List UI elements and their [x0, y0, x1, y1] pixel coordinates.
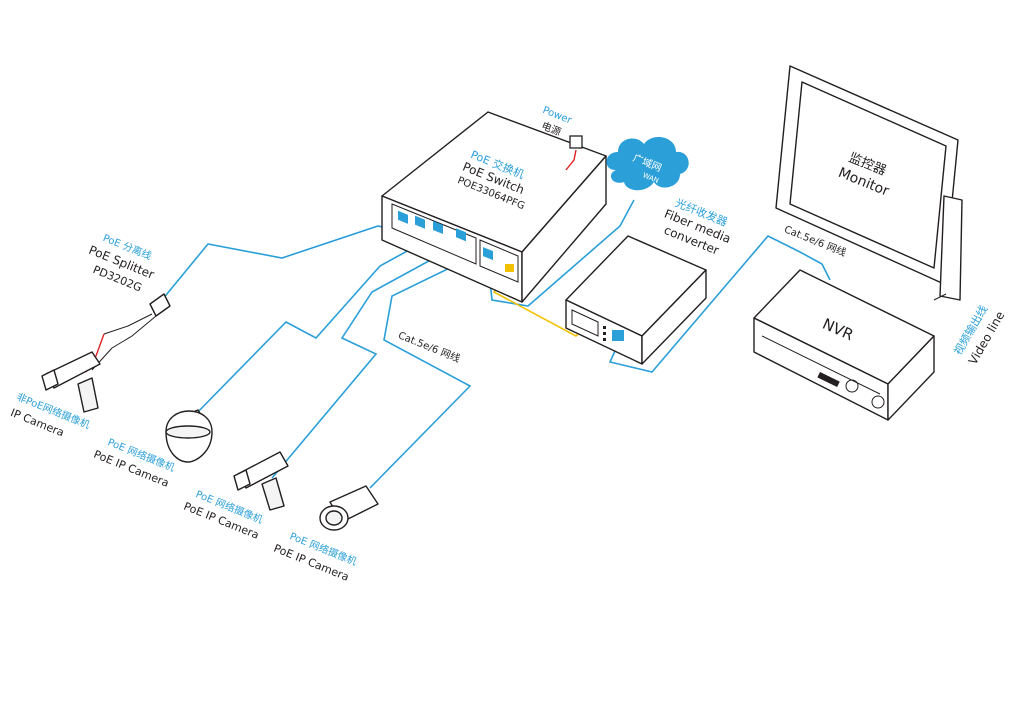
splitter-wire-2: [111, 315, 157, 349]
converter-side: [641, 269, 707, 365]
camera-4-lens-inner: [325, 510, 343, 526]
switch-side: [521, 155, 607, 303]
video-line-icon: [933, 293, 947, 301]
cloud-icon: [606, 137, 689, 191]
camera-3-bullet: [233, 451, 289, 511]
cable-camera-2: [271, 230, 439, 479]
converter-rj45-port: [612, 330, 624, 341]
cable-splitter: [161, 218, 405, 301]
converter-fiber-port: [571, 309, 599, 337]
camera-4-box: [319, 485, 379, 531]
cable-label-left: Cat.5e/6 网线: [396, 328, 462, 365]
monitor-stand: [939, 195, 963, 301]
switch-port-4: [456, 228, 466, 242]
splitter-icon: [149, 293, 171, 317]
wan-cloud: 广域网 WAN: [606, 137, 689, 191]
camera-1-bullet: [41, 351, 101, 413]
camera-3-lens: [233, 469, 251, 491]
nvr-front-slot: [761, 335, 881, 395]
nvr-knob-1: [845, 379, 859, 393]
switch-port-3: [433, 220, 443, 234]
camera-2-ring: [165, 425, 211, 439]
nvr: NVR 视频输出线 Video line: [753, 263, 1007, 421]
poe-splitter: PoE 分离线 PoE Splitter PD3202G: [85, 231, 171, 373]
nvr-knob-2: [871, 395, 885, 409]
poe-switch: PoE 交换机 PoE Switch POE33064PFG: [381, 111, 607, 303]
cable-dome-camera: [189, 224, 421, 421]
splitter-wire-1: [103, 313, 153, 335]
switch-port-1: [398, 210, 408, 224]
cable-converter-nvr: [608, 235, 823, 373]
monitor-screen: [789, 81, 947, 269]
power-cable: [565, 149, 577, 171]
camera-1-lens: [41, 369, 59, 391]
switch-port-uplink: [483, 247, 493, 261]
converter-led-2: [603, 332, 606, 335]
power-plug-icon: [569, 135, 583, 149]
camera-2-dome: [165, 409, 213, 463]
camera-1-mount: [77, 377, 99, 413]
monitor: 监控器 Monitor: [775, 65, 963, 301]
switch-port-2: [415, 215, 425, 229]
nvr-side: [887, 335, 935, 421]
nvr-cable-end: [821, 263, 831, 281]
camera-3-mount: [261, 477, 285, 511]
converter-led-1: [603, 326, 606, 329]
switch-port-fiber: [505, 264, 514, 272]
converter-led-3: [603, 338, 606, 341]
switch-uplink-block: [479, 239, 519, 283]
nvr-buttons: [817, 371, 840, 388]
switch-port-block: [391, 203, 477, 265]
